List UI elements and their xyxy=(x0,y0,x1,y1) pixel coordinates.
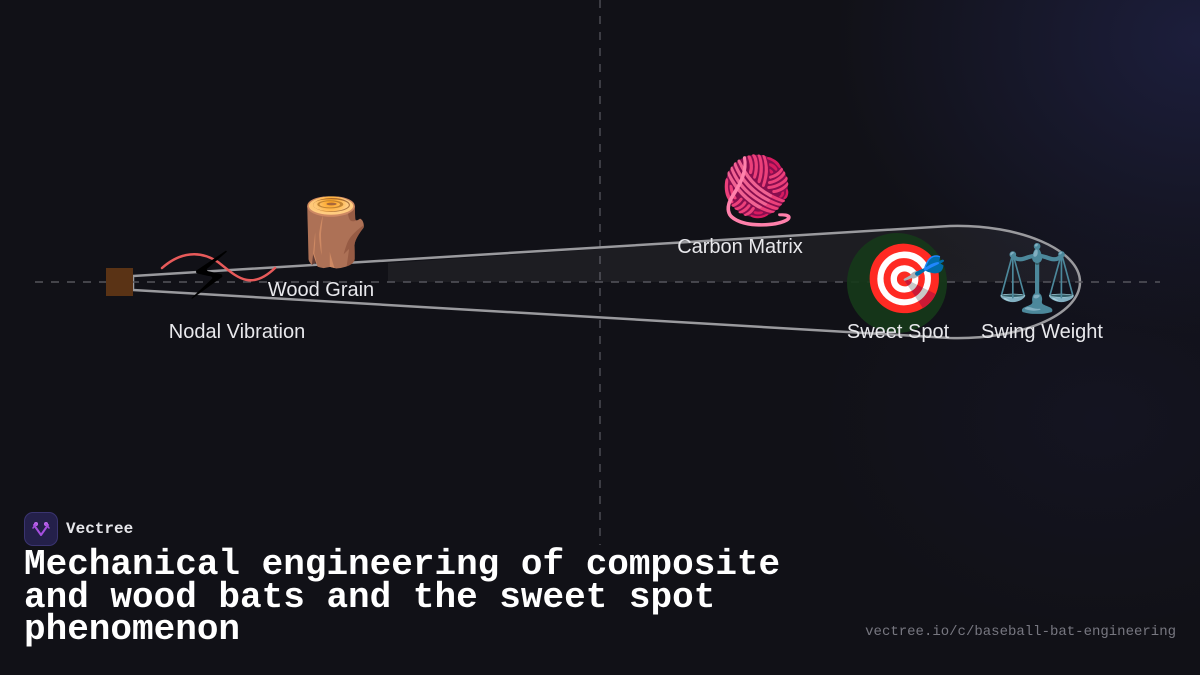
title-line-2: and wood bats and the sweet spot xyxy=(24,576,716,618)
vectree-logo-icon xyxy=(24,512,58,546)
yarn-ball-icon: 🧶 xyxy=(716,152,799,229)
source-url: vectree.io/c/baseball-bat-engineering xyxy=(865,624,1176,640)
lightning-icon: ⚡ xyxy=(186,238,233,315)
balance-scale-icon: ⚖️ xyxy=(996,240,1079,317)
node-label-swing-weight: Swing Weight xyxy=(981,321,1103,343)
sweet-spot-glow xyxy=(847,233,947,333)
brand-name: Vectree xyxy=(66,520,134,538)
bat-knob xyxy=(106,268,133,296)
brand: Vectree xyxy=(24,512,133,546)
title-line-1: Mechanical engineering of composite xyxy=(24,544,781,585)
target-dart-icon: 🎯 xyxy=(862,240,947,319)
node-label-wood-grain: Wood Grain xyxy=(267,279,375,301)
page-title: Mechanical engineering of composite and … xyxy=(24,544,781,650)
node-label-sweet-spot: Sweet Spot xyxy=(846,321,950,343)
vibration-wave xyxy=(160,253,277,282)
node-label-nodal-vibration: Nodal Vibration xyxy=(168,321,306,343)
title-line-3: phenomenon xyxy=(24,609,241,650)
node-label-carbon-matrix: Carbon Matrix xyxy=(677,236,803,258)
wood-log-icon: 🪵 xyxy=(292,194,375,271)
